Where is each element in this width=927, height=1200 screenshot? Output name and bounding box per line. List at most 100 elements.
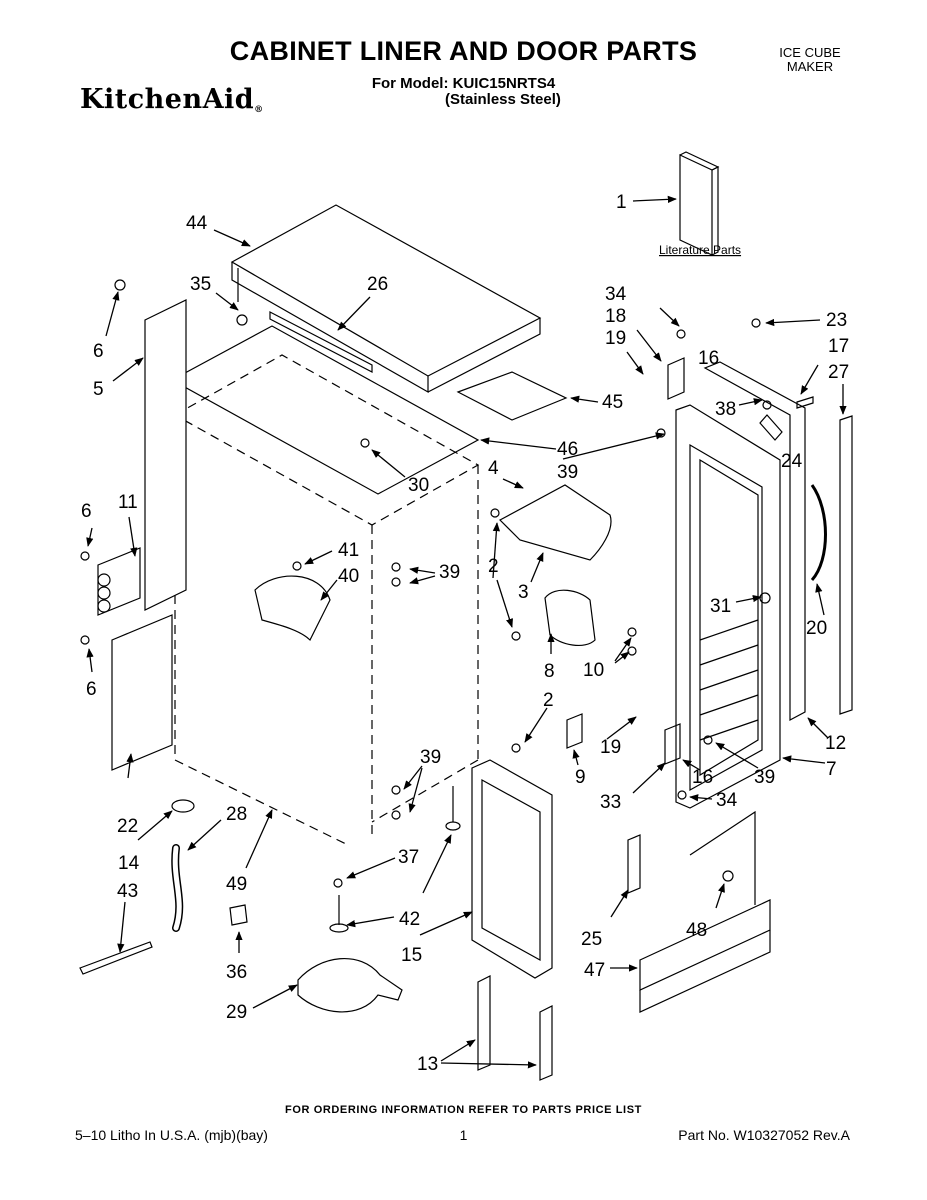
part-number: Part No. W10327052 Rev.A <box>678 1127 850 1143</box>
callout-48: 48 <box>686 920 707 941</box>
callout-18: 18 <box>605 306 626 327</box>
callout-37: 37 <box>398 847 419 868</box>
hose-clamp <box>171 799 195 813</box>
insulation-pad <box>456 371 568 421</box>
model-number: For Model: KUIC15NRTS4 <box>371 75 556 92</box>
callout-26: 26 <box>367 274 388 295</box>
back-panel <box>144 299 187 611</box>
literature-booklet <box>679 151 720 256</box>
callout-17: 17 <box>828 336 849 357</box>
callout-numbers: 1 Literature Parts 44 35 26 6 5 34 18 19… <box>81 192 849 1075</box>
callout-38: 38 <box>715 399 736 420</box>
callout-12: 12 <box>825 733 846 754</box>
callout-15: 15 <box>401 945 422 966</box>
callout-35: 35 <box>190 274 211 295</box>
callout-46: 46 <box>557 439 578 460</box>
callout-23: 23 <box>826 310 847 331</box>
trim-strip <box>796 396 814 409</box>
callout-36: 36 <box>226 962 247 983</box>
callout-5: 5 <box>93 379 104 400</box>
door-handle <box>810 484 827 582</box>
callout-1: 1 <box>616 192 627 213</box>
kick-grille <box>639 810 771 1013</box>
callout-39-lower-left: 39 <box>420 747 441 768</box>
cabinet-liner <box>173 354 480 846</box>
callout-6-upper: 6 <box>93 341 104 362</box>
callout-43: 43 <box>117 881 138 902</box>
callout-29: 29 <box>226 1002 247 1023</box>
top-gasket <box>269 311 373 373</box>
callout-22: 22 <box>117 816 138 837</box>
page-number: 1 <box>459 1127 468 1143</box>
callout-39-right: 39 <box>557 462 578 483</box>
registered-mark: ® <box>254 105 264 115</box>
ordering-note: FOR ORDERING INFORMATION REFER TO PARTS … <box>285 1104 642 1116</box>
callout-27: 27 <box>828 362 849 383</box>
callout-6-lower: 6 <box>86 679 97 700</box>
callout-41: 41 <box>338 540 359 561</box>
callout-33: 33 <box>600 792 621 813</box>
callout-39-lower-right: 39 <box>754 767 775 788</box>
callout-28: 28 <box>226 804 247 825</box>
leader-lines <box>86 195 847 1069</box>
mounting-bracket <box>97 547 141 616</box>
callout-19-lower: 19 <box>600 737 621 758</box>
callout-13: 13 <box>417 1054 438 1075</box>
liner-flange <box>170 325 480 495</box>
callout-2-upper: 2 <box>488 556 499 577</box>
part-drawings <box>79 151 853 1081</box>
cover-panel <box>111 614 173 771</box>
literature-parts-label: Literature Parts <box>659 243 741 257</box>
callout-11: 11 <box>118 492 138 513</box>
product-category-line1: ICE CUBE <box>779 45 841 60</box>
lower-hinge <box>664 723 681 765</box>
cable-tie <box>79 941 153 975</box>
callout-4: 4 <box>488 458 499 479</box>
callout-31: 31 <box>710 596 731 617</box>
callout-24: 24 <box>781 451 803 472</box>
callout-19-upper: 19 <box>605 328 626 349</box>
callout-3: 3 <box>518 582 529 603</box>
callout-2-lower: 2 <box>543 690 554 711</box>
callout-47: 47 <box>584 960 605 981</box>
callout-42: 42 <box>399 909 420 930</box>
callout-8: 8 <box>544 661 555 682</box>
leveling-foot <box>229 904 248 926</box>
finish-label: (Stainless Steel) <box>445 91 561 108</box>
product-category-line2: MAKER <box>786 59 834 74</box>
grille-bracket <box>627 834 641 894</box>
brand-name: KitchenAid <box>80 84 255 115</box>
door-switch <box>566 713 583 749</box>
upper-hinge <box>667 357 685 400</box>
callout-49: 49 <box>226 874 247 895</box>
callout-34-lower: 34 <box>716 790 738 811</box>
callout-30: 30 <box>408 475 429 496</box>
brand-logo: KitchenAid® <box>80 84 264 115</box>
callout-16-lower: 16 <box>692 767 713 788</box>
page-title: CABINET LINER AND DOOR PARTS <box>229 36 698 66</box>
cabinet-top <box>230 204 542 394</box>
callout-9: 9 <box>575 767 586 788</box>
callout-44: 44 <box>186 213 208 234</box>
callout-14: 14 <box>118 853 140 874</box>
callout-20: 20 <box>806 618 827 639</box>
callout-16-upper: 16 <box>698 348 719 369</box>
callout-39-center: 39 <box>439 562 460 583</box>
gasket-strip-a <box>477 975 491 1071</box>
callout-7: 7 <box>826 759 837 780</box>
ice-scoop <box>297 957 403 1013</box>
litho-info: 5–10 Litho In U.S.A. (mjb)(bay) <box>75 1127 268 1143</box>
callout-45: 45 <box>602 392 623 413</box>
callout-10: 10 <box>583 660 604 681</box>
gasket-strip-b <box>539 1005 553 1081</box>
callout-25: 25 <box>581 929 602 950</box>
door-trim <box>839 415 853 715</box>
callout-40: 40 <box>338 566 359 587</box>
door-panel <box>703 361 806 721</box>
outer-door <box>675 404 781 809</box>
water-deflector <box>254 575 331 642</box>
callout-6-middle: 6 <box>81 501 92 522</box>
side-cap <box>544 589 596 647</box>
callout-34-upper: 34 <box>605 284 627 305</box>
